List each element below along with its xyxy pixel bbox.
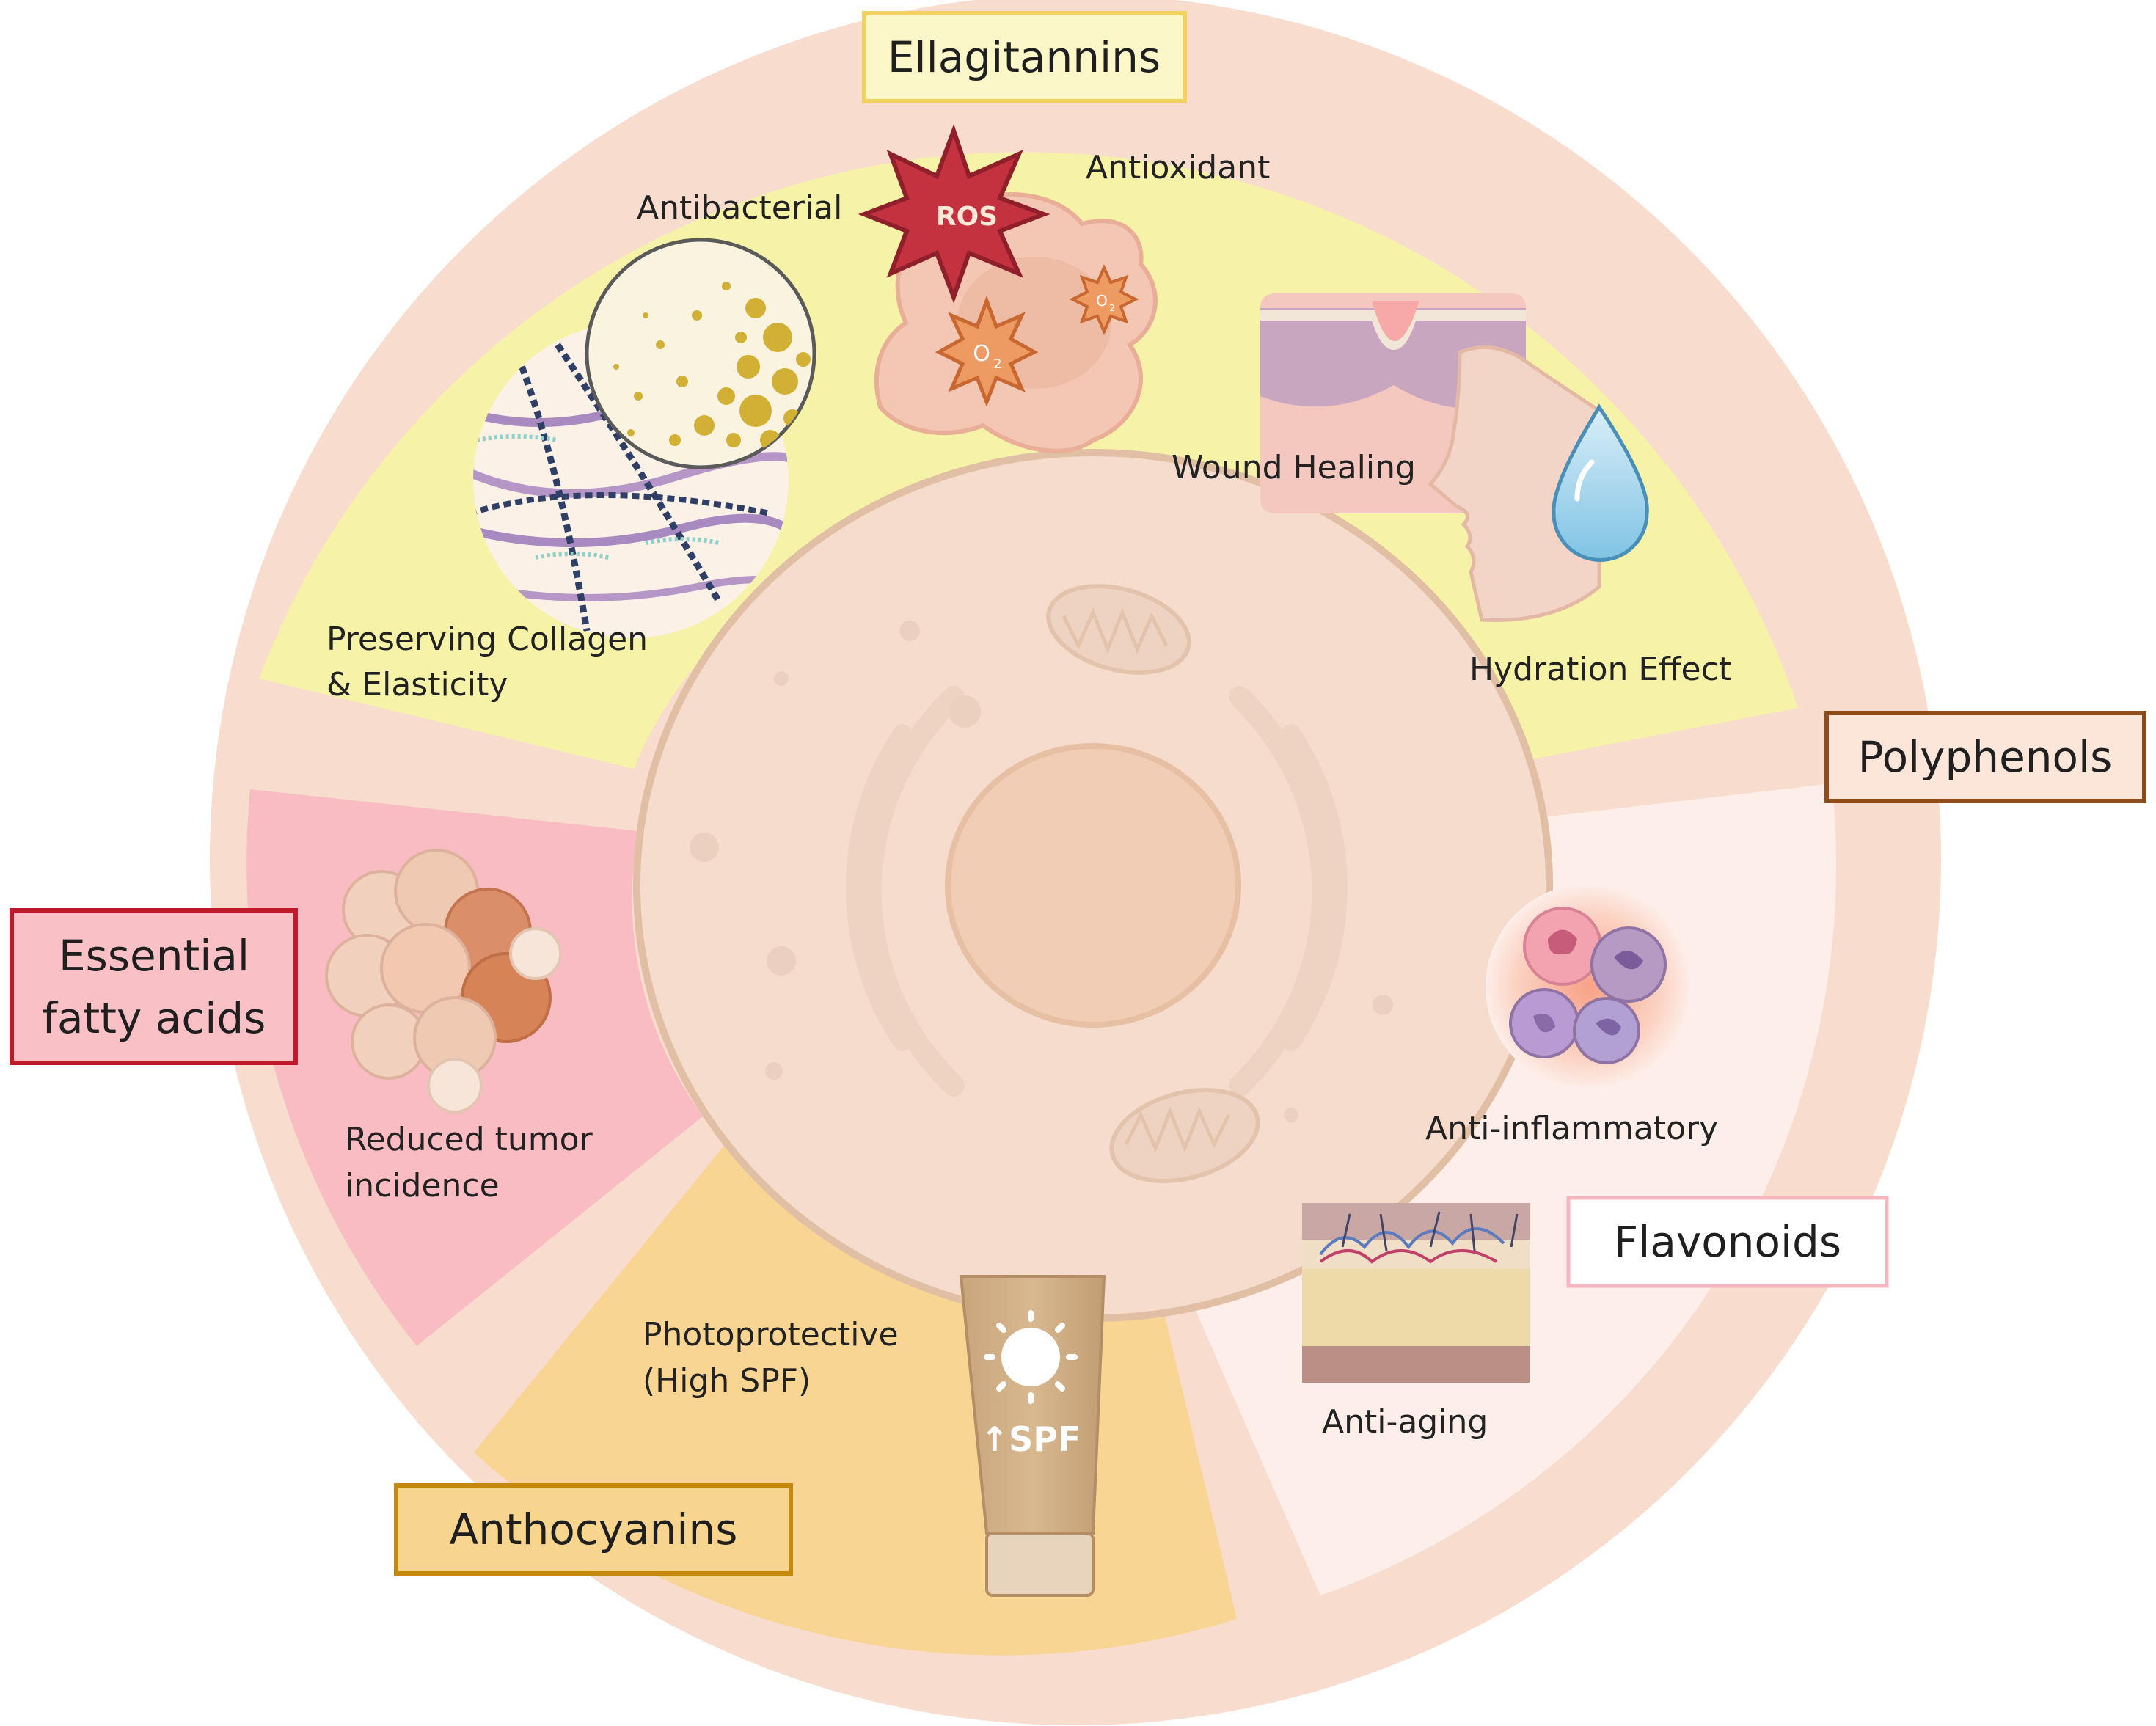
tumor-cells-icon [325, 849, 562, 1114]
ros-label: ROS [936, 202, 998, 232]
ellagitannins-box: Ellagitannins [862, 11, 1187, 103]
photoprotective-label-line2: (High SPF) [643, 1362, 811, 1400]
water-drop-icon [1552, 403, 1649, 562]
oxygen-subscript: 2 [993, 356, 1001, 372]
mitochondrion-icon [1046, 584, 1191, 675]
sunscreen-tube-icon: ↑SPF [959, 1275, 1106, 1597]
central-cell [633, 449, 1553, 1322]
immune-cells-icon [1486, 884, 1691, 1089]
preserving-collagen-label-line2: & Elasticity [326, 666, 508, 703]
photoprotective-label-line1: Photoprotective [643, 1316, 899, 1353]
oxygen-radical-small-icon: O 2 [1069, 264, 1139, 336]
ellagitannins-label: Ellagitannins [888, 32, 1161, 82]
bacteria-petri-icon [585, 238, 816, 469]
flavonoids-label: Flavonoids [1614, 1217, 1841, 1267]
essential-fatty-acids-label-line2: fatty acids [43, 993, 266, 1043]
mitochondrion-icon [1109, 1088, 1260, 1183]
flavonoids-box: Flavonoids [1566, 1196, 1889, 1288]
sun-icon [984, 1310, 1078, 1404]
preserving-collagen-label-line1: Preserving Collagen [326, 621, 648, 658]
antibacterial-label: Antibacterial [637, 189, 842, 227]
hydration-effect-label: Hydration Effect [1469, 651, 1731, 688]
anthocyanins-box: Anthocyanins [394, 1483, 793, 1576]
anti-aging-label: Anti-aging [1322, 1403, 1488, 1441]
skin-layers-icon [1302, 1203, 1530, 1383]
polyphenols-box: Polyphenols [1824, 711, 2146, 803]
oxygen-label: O [973, 341, 990, 367]
essential-fatty-acids-label-line1: Essential [59, 931, 249, 981]
polyphenols-label: Polyphenols [1858, 732, 2113, 782]
reduced-tumor-label-line2: incidence [345, 1167, 500, 1204]
spf-label: ↑SPF [981, 1419, 1081, 1459]
oxygen-small-label: O [1096, 292, 1108, 310]
reduced-tumor-label-line1: Reduced tumor [345, 1121, 593, 1158]
anthocyanins-label: Anthocyanins [449, 1504, 737, 1554]
anti-inflammatory-label: Anti-inflammatory [1425, 1110, 1718, 1147]
antioxidant-label: Antioxidant [1086, 149, 1270, 186]
oxygen-radical-icon: O 2 [935, 295, 1039, 407]
wound-healing-label: Wound Healing [1172, 449, 1416, 486]
essential-fatty-acids-box: Essential fatty acids [10, 908, 298, 1065]
ros-burst-icon: ROS [858, 124, 1050, 304]
oxygen-small-subscript: 2 [1109, 303, 1115, 313]
